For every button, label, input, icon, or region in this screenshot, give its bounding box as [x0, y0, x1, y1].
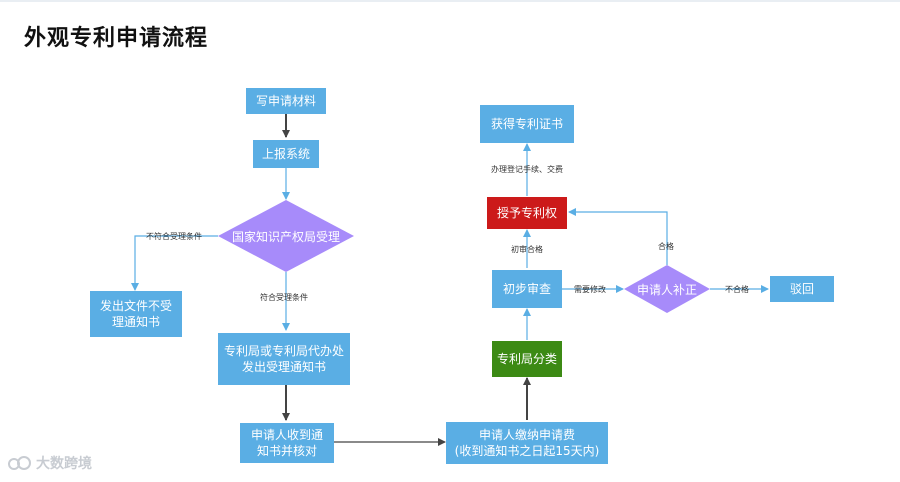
node-applicant-check: 申请人收到通 知书并核对 [240, 423, 334, 463]
watermark-text: 大数跨境 [36, 456, 92, 472]
node-classify: 专利局分类 [492, 341, 562, 377]
label-not-ok: 不合格 [725, 285, 749, 294]
label-ok: 合格 [658, 242, 674, 251]
node-cnipa-accept: 国家知识产权局受理 [231, 229, 340, 244]
page-title: 外观专利申请流程 [24, 26, 209, 51]
label-prelim-ok: 初审合格 [511, 245, 543, 254]
node-report-system: 上报系统 [253, 140, 319, 168]
node-grant: 授予专利权 [487, 197, 567, 229]
label-needs-fix: 需要修改 [574, 285, 606, 294]
node-not-accept-notice: 发出文件不受 理通知书 [90, 291, 182, 337]
watermark-logo-icon [8, 456, 31, 470]
decision-diamond-correction [624, 265, 710, 313]
node-reject: 驳回 [770, 276, 834, 302]
node-prelim-exam: 初步审查 [492, 270, 562, 308]
arrow-accept-to-reject-notice [131, 235, 218, 291]
node-certificate: 获得专利证书 [480, 105, 574, 143]
node-applicant-correct: 申请人补正 [636, 282, 697, 297]
node-accept-notice: 专利局或专利局代办处 发出受理通知书 [218, 333, 350, 385]
node-write-materials: 写申请材料 [246, 88, 326, 114]
label-meet: 符合受理条件 [260, 293, 308, 302]
decision-diamond-cnipa [218, 200, 354, 272]
node-pay-fee: 申请人缴纳申请费 (收到通知书之日起15天内) [446, 422, 608, 464]
label-not-meet: 不符合受理条件 [146, 232, 202, 241]
arrow-correction-to-grant [568, 208, 668, 265]
label-register: 办理登记手续、交费 [491, 165, 563, 174]
watermark: 大数跨境 [8, 453, 92, 473]
top-border [0, 0, 900, 2]
